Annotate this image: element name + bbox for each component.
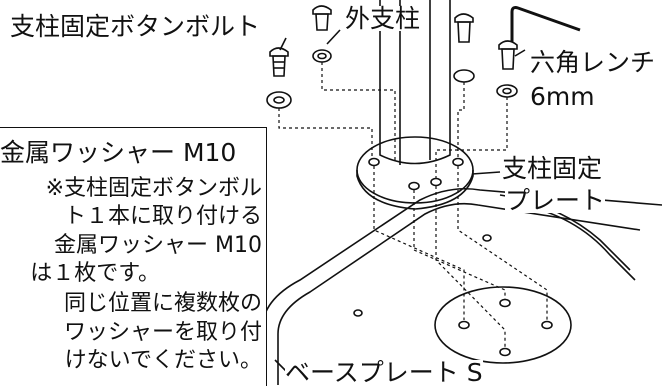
label-button-bolt: 支柱固定ボタンボルト	[10, 12, 261, 41]
label-hex-wrench: 六角レンチ	[530, 48, 656, 77]
label-hex-wrench-size: 6mm	[530, 82, 595, 111]
bolt-right-2	[498, 40, 518, 70]
label-base-plate: ベースプレート S	[285, 358, 483, 387]
base-mount-pad	[434, 286, 572, 364]
hex-wrench	[510, 6, 581, 42]
label-outer-post: 外支柱	[345, 4, 421, 33]
note-line: ワッシャーを取り付	[63, 320, 262, 345]
post-fixing-plate	[356, 136, 474, 204]
label-post-fixing-plate: 支柱固定	[502, 154, 603, 183]
washer-left	[266, 91, 292, 109]
outer-post	[379, 0, 451, 165]
note-line: ト１本に取り付ける	[63, 204, 262, 229]
note-line: ※支柱固定ボタンボル	[45, 176, 262, 201]
bolt-left	[269, 47, 289, 77]
note-line: 同じ位置に複数枚の	[63, 291, 262, 316]
label-post-fixing-plate-2: プレート	[505, 186, 606, 215]
bolt-top	[312, 5, 332, 31]
bolt-right-1	[454, 13, 474, 43]
note-line: 金属ワッシャー M10	[54, 233, 262, 258]
base-plate-inner-edge	[277, 202, 641, 385]
note-title: 金属ワッシャー M10	[0, 138, 237, 167]
note-line: は１枚です。	[30, 261, 160, 286]
washer-note-box	[0, 127, 267, 386]
note-line: けないでください。	[64, 348, 262, 373]
